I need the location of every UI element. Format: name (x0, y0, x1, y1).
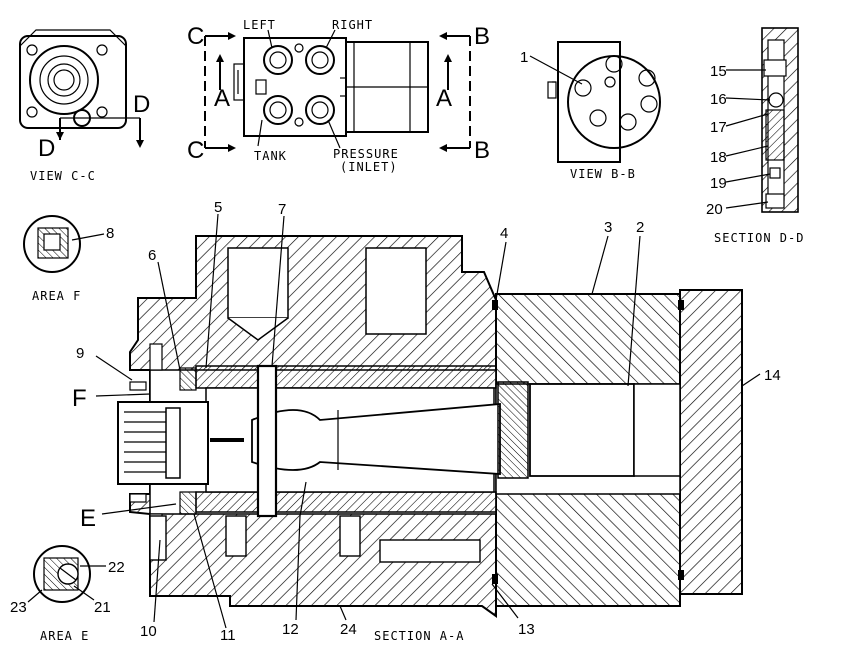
callout-19: 19 (710, 175, 727, 192)
gerotor-ring (529, 383, 635, 477)
callout-3: 3 (604, 219, 612, 236)
section-aa: 2 3 4 5 6 7 9 10 11 12 13 14 24 F E SECT… (72, 199, 781, 644)
callout-17: 17 (710, 119, 727, 136)
callout-14: 14 (764, 367, 781, 384)
callout-11: 11 (220, 627, 236, 644)
view-cc-label-d-right: D (133, 91, 150, 118)
label-left-port: LEFT (243, 18, 276, 32)
callout-8: 8 (106, 225, 114, 242)
label-b-bottom: B (474, 137, 490, 164)
callout-7: 7 (278, 201, 286, 218)
area-f-detail: 8 AREA F (23, 215, 114, 303)
view-cc-caption: VIEW C-C (30, 169, 96, 183)
callout-18: 18 (710, 149, 727, 166)
callout-9: 9 (76, 345, 84, 362)
callout-10: 10 (140, 623, 157, 640)
view-cc: D D VIEW C-C (19, 29, 150, 183)
callout-24: 24 (340, 621, 357, 638)
gerotor-star (497, 381, 529, 479)
area-e-caption: AREA E (40, 629, 89, 643)
callout-4: 4 (500, 225, 508, 242)
input-spline (117, 401, 209, 485)
area-e-detail: 22 23 21 AREA E (10, 545, 125, 643)
cross-pin (256, 364, 278, 518)
sleeve-lower (195, 491, 497, 513)
section-aa-caption: SECTION A-A (374, 629, 464, 643)
section-dd: 15 16 17 18 19 20 SECTION D-D (706, 27, 804, 245)
callout-12: 12 (282, 621, 299, 638)
label-area-f: F (72, 385, 87, 412)
top-view: C C B B A A (187, 18, 490, 174)
label-inlet-port: (INLET) (340, 160, 398, 174)
area-f-caption: AREA F (32, 289, 81, 303)
section-dd-caption: SECTION D-D (714, 231, 804, 245)
callout-5: 5 (214, 199, 222, 216)
port-pressure (305, 95, 335, 125)
callout-6: 6 (148, 247, 156, 264)
callout-15: 15 (710, 63, 727, 80)
view-bb-caption: VIEW B-B (570, 167, 636, 181)
label-right-port: RIGHT (332, 18, 373, 32)
view-bb: 1 VIEW B-B (520, 41, 661, 181)
callout-20: 20 (706, 201, 723, 218)
port-tank (263, 95, 293, 125)
callout-23: 23 (10, 599, 27, 616)
callout-13: 13 (518, 621, 535, 638)
callout-21: 21 (94, 599, 111, 616)
label-c-top: C (187, 23, 204, 50)
leader-lines (95, 213, 761, 629)
label-tank-port: TANK (254, 149, 287, 163)
label-a-right: A (436, 85, 452, 112)
callout-22: 22 (108, 559, 125, 576)
end-cap (679, 289, 743, 595)
label-c-bottom: C (187, 137, 204, 164)
callout-16: 16 (710, 91, 727, 108)
label-b-top: B (474, 23, 490, 50)
port-left (263, 45, 293, 75)
gerotor-bolt-holes (574, 55, 658, 131)
label-a-left: A (214, 85, 230, 112)
callout-2: 2 (636, 219, 644, 236)
port-right (305, 45, 335, 75)
label-area-e: E (80, 505, 96, 532)
sleeve-upper (195, 365, 497, 389)
label-pressure-port: PRESSURE (333, 147, 399, 161)
drive-shaft (251, 403, 501, 475)
callout-1: 1 (520, 49, 528, 66)
view-cc-label-d-left: D (38, 135, 55, 162)
